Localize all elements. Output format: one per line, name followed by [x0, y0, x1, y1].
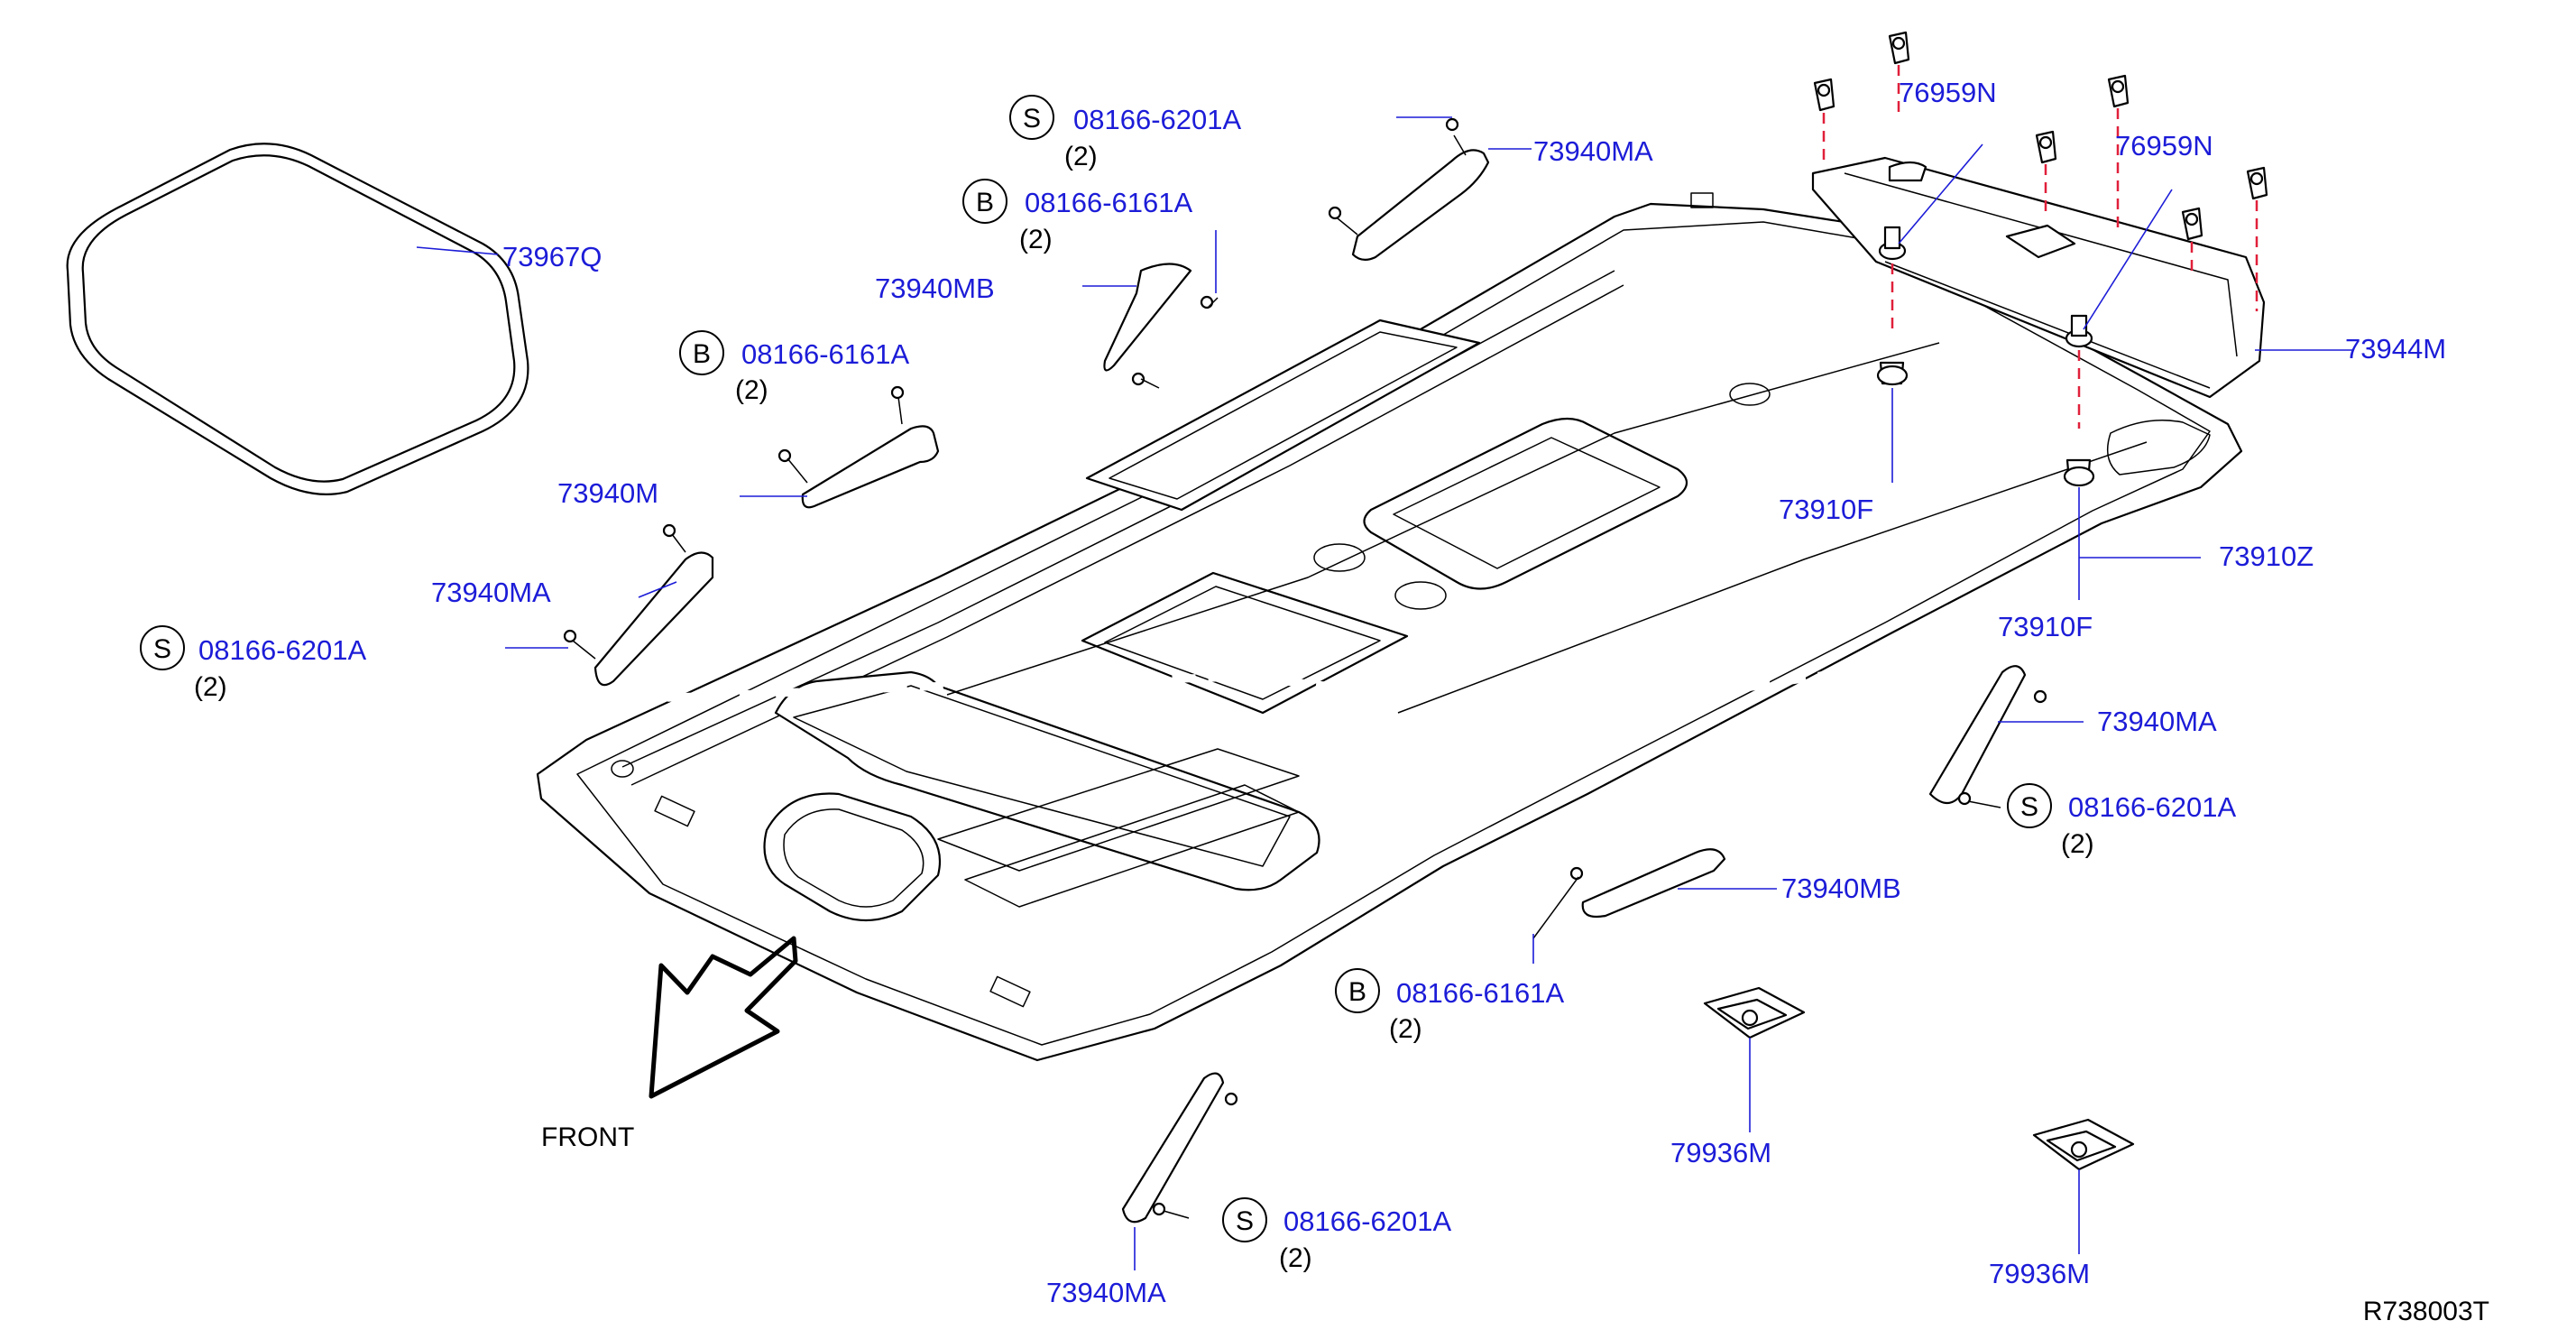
front-arrow [649, 936, 798, 1099]
lamp-79936M-a [1703, 986, 1806, 1039]
label-73940M: 73940M [557, 477, 658, 509]
label-79936M-a: 79936M [1670, 1137, 1771, 1168]
leader-76959N-b [2083, 189, 2173, 330]
badge-letter: S [2020, 792, 2038, 822]
badge-circle [2007, 783, 2052, 828]
badge-letter: B [693, 339, 711, 369]
label-73910Z: 73910Z [2219, 540, 2314, 572]
clip-set [1813, 31, 2268, 429]
label-73940MB-top: 73940MB [875, 272, 995, 304]
label-79936M-b: 79936M [1989, 1258, 2090, 1289]
label-73967Q: 73967Q [502, 241, 602, 272]
callout-08166-6201A-right: S 08166-6201A (2) [2007, 783, 2236, 859]
part-number: 08166-6201A [1073, 104, 1241, 135]
quantity: (2) [1389, 1014, 1422, 1044]
callout-08166-6161A-lower: B 08166-6161A (2) [1335, 968, 1564, 1044]
screw-left [563, 629, 596, 660]
leader-76959N-a [1898, 143, 1983, 245]
badge-circle [962, 179, 1007, 224]
callout-08166-6201A-left: S 08166-6201A (2) [140, 625, 366, 702]
part-number: 08166-6161A [1025, 187, 1192, 218]
quantity: (2) [1064, 142, 1098, 171]
badge-letter: B [1348, 977, 1366, 1007]
grip-73940MB-top [1103, 263, 1219, 389]
part-number: 08166-6201A [198, 634, 366, 666]
label-73910F-b: 73910F [1998, 611, 2093, 642]
label-73940MA-top: 73940MA [1533, 135, 1653, 167]
grip-73940MA-left [593, 523, 714, 687]
grip-73940M [777, 385, 940, 509]
label-73940MB-lower: 73940MB [1781, 873, 1901, 904]
badge-circle [679, 330, 724, 375]
lamp-79936M-b [2032, 1118, 2135, 1171]
rear-trim-drawing [1811, 156, 2266, 399]
quantity: (2) [1279, 1243, 1312, 1273]
part-number: 08166-6201A [2068, 791, 2236, 823]
quantity: (2) [735, 375, 768, 405]
callout-08166-6201A-top: S 08166-6201A (2) [1009, 95, 1241, 171]
label-73940MA-left: 73940MA [431, 577, 551, 608]
quantity: (2) [194, 672, 227, 702]
label-73910F-a: 73910F [1779, 494, 1873, 525]
callout-08166-6161A-top: B 08166-6161A (2) [962, 179, 1192, 254]
badge-letter: B [976, 188, 994, 217]
callout-08166-6161A-mid: B 08166-6161A (2) [679, 330, 909, 405]
front-label: FRONT [541, 1122, 634, 1152]
quantity: (2) [2061, 829, 2094, 859]
part-number: 08166-6201A [1283, 1205, 1451, 1237]
grip-73940MA-right [1928, 665, 2047, 805]
badge-circle [1335, 968, 1380, 1013]
grip-73940MA-bottom [1121, 1072, 1238, 1224]
label-73940MA-right: 73940MA [2097, 706, 2217, 737]
label-73940MA-bottom: 73940MA [1046, 1277, 1166, 1308]
leader-73940MA-2 [638, 581, 677, 598]
grip-73940MA-top [1328, 117, 1490, 261]
diagram-code: R738003T [2363, 1297, 2489, 1326]
label-73944M: 73944M [2345, 333, 2446, 365]
headliner-drawing [536, 192, 2243, 1062]
quantity: (2) [1019, 225, 1053, 254]
badge-letter: S [1023, 104, 1041, 134]
fastener-73910F-a [1876, 361, 1909, 386]
part-number: 08166-6161A [1396, 977, 1564, 1009]
label-76959N-b: 76959N [2115, 130, 2213, 162]
badge-letter: S [153, 634, 171, 664]
badge-circle [1009, 95, 1054, 140]
label-76959N-a: 76959N [1899, 77, 1997, 108]
callout-08166-6201A-bottom: S 08166-6201A (2) [1222, 1197, 1451, 1273]
part-number: 08166-6161A [741, 338, 909, 370]
grip-73940MB-lower [1532, 848, 1726, 939]
badge-circle [1222, 1197, 1267, 1242]
leader-73967Q [416, 246, 499, 255]
badge-letter: S [1236, 1206, 1254, 1236]
sunroof-seal-drawing [66, 143, 529, 495]
screw-right [1957, 791, 2001, 808]
fastener-73910F-b [2063, 458, 2095, 487]
badge-circle [140, 625, 185, 670]
